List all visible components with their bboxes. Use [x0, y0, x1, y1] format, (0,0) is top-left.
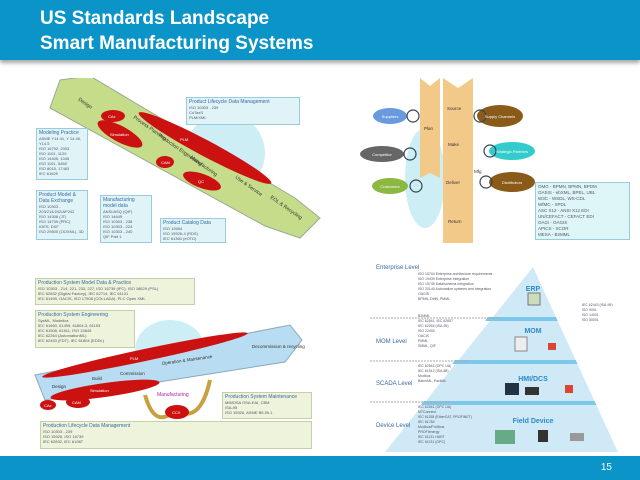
pyramid-mask [370, 255, 630, 455]
plm-oval [42, 332, 248, 378]
supply-channels-oval [477, 105, 523, 127]
oval-label: CAx [108, 114, 116, 119]
level-enterprise: Enterprise Level [376, 265, 420, 271]
tier-erp: ERP [526, 286, 541, 293]
oval-label: PLM [180, 137, 188, 142]
cam-oval [66, 396, 90, 408]
plm-oval [138, 112, 272, 184]
supply-chain-diagram: Plan Source Make Deliver Return Mfg Supp… [360, 78, 535, 243]
oval-label: Simulation [110, 132, 129, 137]
plan-arrow [420, 78, 440, 178]
tier-field-device: Field Device [513, 418, 554, 425]
device-icons [495, 292, 584, 444]
manufacturing-label: Manufacturing [157, 392, 189, 398]
tier-mom: MOM [524, 328, 541, 335]
distributors-oval [489, 172, 535, 192]
ccx-oval [165, 405, 189, 419]
level-scada: SCADA Level [376, 381, 413, 387]
stage-design: Design [52, 384, 67, 389]
partner-label: Supply Channels [485, 114, 515, 119]
stage-build: Build [92, 376, 103, 381]
partner-label: Competitor [372, 152, 392, 157]
oval-label: CAM [161, 160, 170, 165]
scada-standards: IEC 62541 (OPC UA)IEC 61512 (ISA-88)Modb… [418, 364, 452, 383]
oval-label: PLM [130, 356, 138, 361]
tier-divider [370, 360, 630, 364]
slide-title-line1: US Standards Landscape [40, 8, 270, 29]
level-mom: MOM Level [376, 339, 407, 345]
cam-oval [156, 156, 174, 168]
oval-label: CAM [72, 400, 81, 405]
process-arrow [443, 78, 473, 243]
column-source: Source [447, 106, 462, 111]
tier-divider [370, 401, 630, 405]
slide-header: US Standards Landscape Smart Manufacturi… [0, 0, 640, 60]
product-lifecycle-diagram: Design Process Planning Production Engin… [49, 78, 321, 239]
slide-title-line2: Smart Manufacturing Systems [40, 33, 314, 54]
oval-label: CCX [172, 410, 181, 415]
oval-label: Simulation [90, 388, 109, 393]
stage-decommission: Decommission & recycling [252, 344, 305, 349]
simulation-oval [97, 120, 143, 148]
partner-label: Strategic Partners [496, 149, 528, 154]
column-return: Return [448, 219, 462, 224]
pyramid [385, 267, 618, 452]
stage-commission: Commission [120, 371, 145, 376]
production-system-diagram: Design Build Commission Operation & Main… [34, 320, 305, 420]
automation-pyramid: ERP MOM HMI/DCS Field Device [370, 255, 630, 455]
page-number: 15 [600, 462, 612, 473]
cax-oval [40, 400, 56, 410]
column-deliver: Deliver [446, 180, 461, 185]
level-device: Device Level [376, 423, 411, 429]
oval-label: CAx [44, 403, 52, 408]
enterprise-standards: ISO 15704 Enterprise architecture requir… [418, 272, 493, 301]
partner-label: Suppliers [382, 114, 399, 119]
partner-label: Customers [380, 184, 399, 189]
qc-oval [183, 171, 221, 191]
slide-footer: 15 [0, 456, 640, 480]
column-make: Make [448, 142, 460, 147]
suppliers-oval [373, 108, 407, 124]
simulation-oval [50, 379, 160, 401]
strategic-partners-oval [489, 142, 535, 160]
cax-oval [101, 110, 125, 122]
mfg-label: Mfg [474, 169, 482, 174]
competitor-oval [360, 146, 404, 162]
column-plan: Plan [424, 126, 434, 131]
oval-label: QC [198, 179, 204, 184]
partner-label: Distributors [502, 180, 522, 185]
customers-oval [372, 178, 408, 194]
tier-divider [370, 317, 630, 321]
tier-hmi-dcs: HMI/DCS [518, 376, 548, 383]
